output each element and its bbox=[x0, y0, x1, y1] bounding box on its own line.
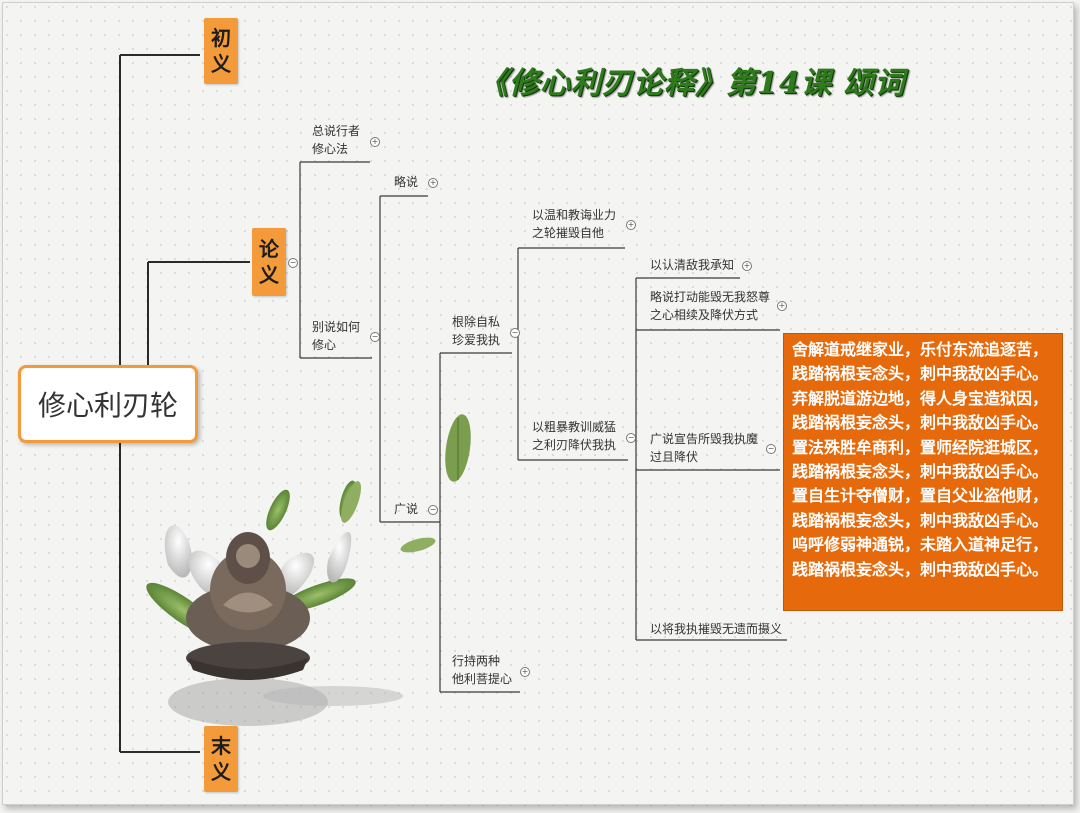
verse-line: 呜呼修弱神通锐，未踏入道神足行， bbox=[792, 535, 1049, 555]
node-guang-shuo-xuan[interactable]: 广说宣告所毁我执魔 过且降伏 bbox=[650, 430, 758, 466]
cu-bao-collapse-icon[interactable]: − bbox=[626, 433, 636, 443]
verse-line: 践踏祸根妄念头，刺中我敌凶手心。 bbox=[792, 559, 1049, 579]
verse-line: 置自生计夺僧财，置自父业盗他财， bbox=[792, 486, 1049, 506]
node-zong-shuo-line1: 总说行者 bbox=[312, 124, 361, 138]
node-gen-chu-line1: 根除自私 bbox=[452, 315, 501, 329]
node-yi-jiang[interactable]: 以将我执摧毁无遗而摄义 bbox=[650, 620, 782, 638]
node-zong-shuo[interactable]: 总说行者 修心法 bbox=[312, 122, 360, 158]
lue-shuo-expand-icon[interactable]: + bbox=[428, 178, 438, 188]
guang-shuo-collapse-icon[interactable]: − bbox=[428, 505, 438, 515]
node-chu-yi-char1: 初 bbox=[211, 26, 231, 50]
verse-line: 践踏祸根妄念头，刺中我敌凶手心。 bbox=[792, 364, 1049, 384]
verse-line: 践踏祸根妄念头，刺中我敌凶手心。 bbox=[792, 413, 1049, 433]
node-guang-shuo[interactable]: 广说 bbox=[394, 500, 418, 518]
node-guang-shuo-label: 广说 bbox=[394, 502, 419, 516]
node-ren-qing[interactable]: 以认清敌我承知 bbox=[650, 256, 734, 274]
zong-shuo-expand-icon[interactable]: + bbox=[370, 137, 380, 147]
node-ren-qing-label: 以认清敌我承知 bbox=[650, 258, 735, 272]
verse-line: 弃解脱道游边地，得人身宝造狱因， bbox=[792, 388, 1049, 408]
node-mo-yi-char2: 义 bbox=[211, 760, 231, 784]
node-cu-bao[interactable]: 以粗暴教训威猛 之利刃降伏我执 bbox=[532, 418, 616, 454]
root-node-label: 修心利刃轮 bbox=[37, 389, 178, 422]
node-wen-he[interactable]: 以温和教诲业力 之轮摧毁自他 bbox=[532, 206, 616, 242]
verse-line: 舍解道戒继家业，乐付东流追逐苦， bbox=[792, 340, 1049, 359]
node-cu-bao-line1: 以粗暴教训威猛 bbox=[532, 420, 617, 434]
slide-title: 《修心利刃论释》第14课 颂词 bbox=[478, 66, 906, 101]
floating-leaf-icon bbox=[400, 537, 436, 553]
gen-chu-collapse-icon[interactable]: − bbox=[510, 328, 520, 338]
node-yi-jiang-label: 以将我执摧毁无遗而摄义 bbox=[650, 622, 783, 636]
node-wen-he-line1: 以温和教诲业力 bbox=[532, 208, 617, 222]
node-chu-yi-char2: 义 bbox=[211, 52, 231, 76]
node-lun-yi-char1: 论 bbox=[259, 237, 279, 261]
node-bie-shuo[interactable]: 别说如何 修心 bbox=[312, 318, 360, 354]
node-xing-chi-line1: 行持两种 bbox=[452, 654, 501, 668]
verse-line: 践踏祸根妄念头，刺中我敌凶手心。 bbox=[792, 462, 1049, 482]
node-chu-yi[interactable]: 初 义 bbox=[204, 18, 238, 84]
node-xing-chi[interactable]: 行持两种 他利菩提心 bbox=[452, 652, 512, 688]
verse-line: 践踏祸根妄念头，刺中我敌凶手心。 bbox=[792, 510, 1049, 530]
node-lun-yi-char2: 义 bbox=[259, 263, 279, 287]
bie-shuo-collapse-icon[interactable]: − bbox=[370, 332, 380, 342]
lun-yi-collapse-icon[interactable]: − bbox=[288, 258, 298, 268]
root-node[interactable]: 修心利刃轮 bbox=[18, 365, 198, 443]
floating-leaf-icon bbox=[341, 481, 361, 523]
node-guang-shuo-xuan-line2: 过且降伏 bbox=[650, 450, 699, 464]
verse-box: 舍解道戒继家业，乐付东流追逐苦， 践踏祸根妄念头，刺中我敌凶手心。 弃解脱道游边… bbox=[783, 333, 1063, 611]
node-lue-shuo-label: 略说 bbox=[394, 175, 419, 189]
lotus-buddha-illustration bbox=[146, 480, 403, 726]
node-lue-shuo-da[interactable]: 略说打动能毁无我怒尊 之心相续及降伏方式 bbox=[650, 288, 770, 324]
node-lue-shuo[interactable]: 略说 bbox=[394, 173, 418, 191]
node-mo-yi-char1: 末 bbox=[211, 734, 231, 758]
node-zong-shuo-line2: 修心法 bbox=[312, 142, 349, 156]
node-wen-he-line2: 之轮摧毁自他 bbox=[532, 226, 605, 240]
wen-he-expand-icon[interactable]: + bbox=[626, 220, 636, 230]
node-lun-yi[interactable]: 论 义 bbox=[252, 228, 286, 296]
xing-chi-expand-icon[interactable]: + bbox=[520, 667, 530, 677]
node-mo-yi[interactable]: 末 义 bbox=[204, 726, 238, 792]
node-bie-shuo-line2: 修心 bbox=[312, 338, 337, 352]
ren-qing-expand-icon[interactable]: + bbox=[742, 261, 752, 271]
node-cu-bao-line2: 之利刃降伏我执 bbox=[532, 438, 617, 452]
node-gen-chu[interactable]: 根除自私 珍爱我执 bbox=[452, 313, 500, 349]
lue-shuo-da-expand-icon[interactable]: + bbox=[777, 301, 787, 311]
floating-leaf-icon bbox=[445, 414, 471, 482]
node-xing-chi-line2: 他利菩提心 bbox=[452, 672, 513, 686]
node-guang-shuo-xuan-line1: 广说宣告所毁我执魔 bbox=[650, 432, 759, 446]
node-lue-shuo-da-line1: 略说打动能毁无我怒尊 bbox=[650, 290, 771, 304]
guang-shuo-xuan-collapse-icon[interactable]: − bbox=[766, 444, 776, 454]
node-gen-chu-line2: 珍爱我执 bbox=[452, 333, 501, 347]
node-bie-shuo-line1: 别说如何 bbox=[312, 320, 361, 334]
node-lue-shuo-da-line2: 之心相续及降伏方式 bbox=[650, 308, 759, 322]
verse-line: 置法殊胜牟商利，置师经院逛城区， bbox=[792, 437, 1049, 457]
